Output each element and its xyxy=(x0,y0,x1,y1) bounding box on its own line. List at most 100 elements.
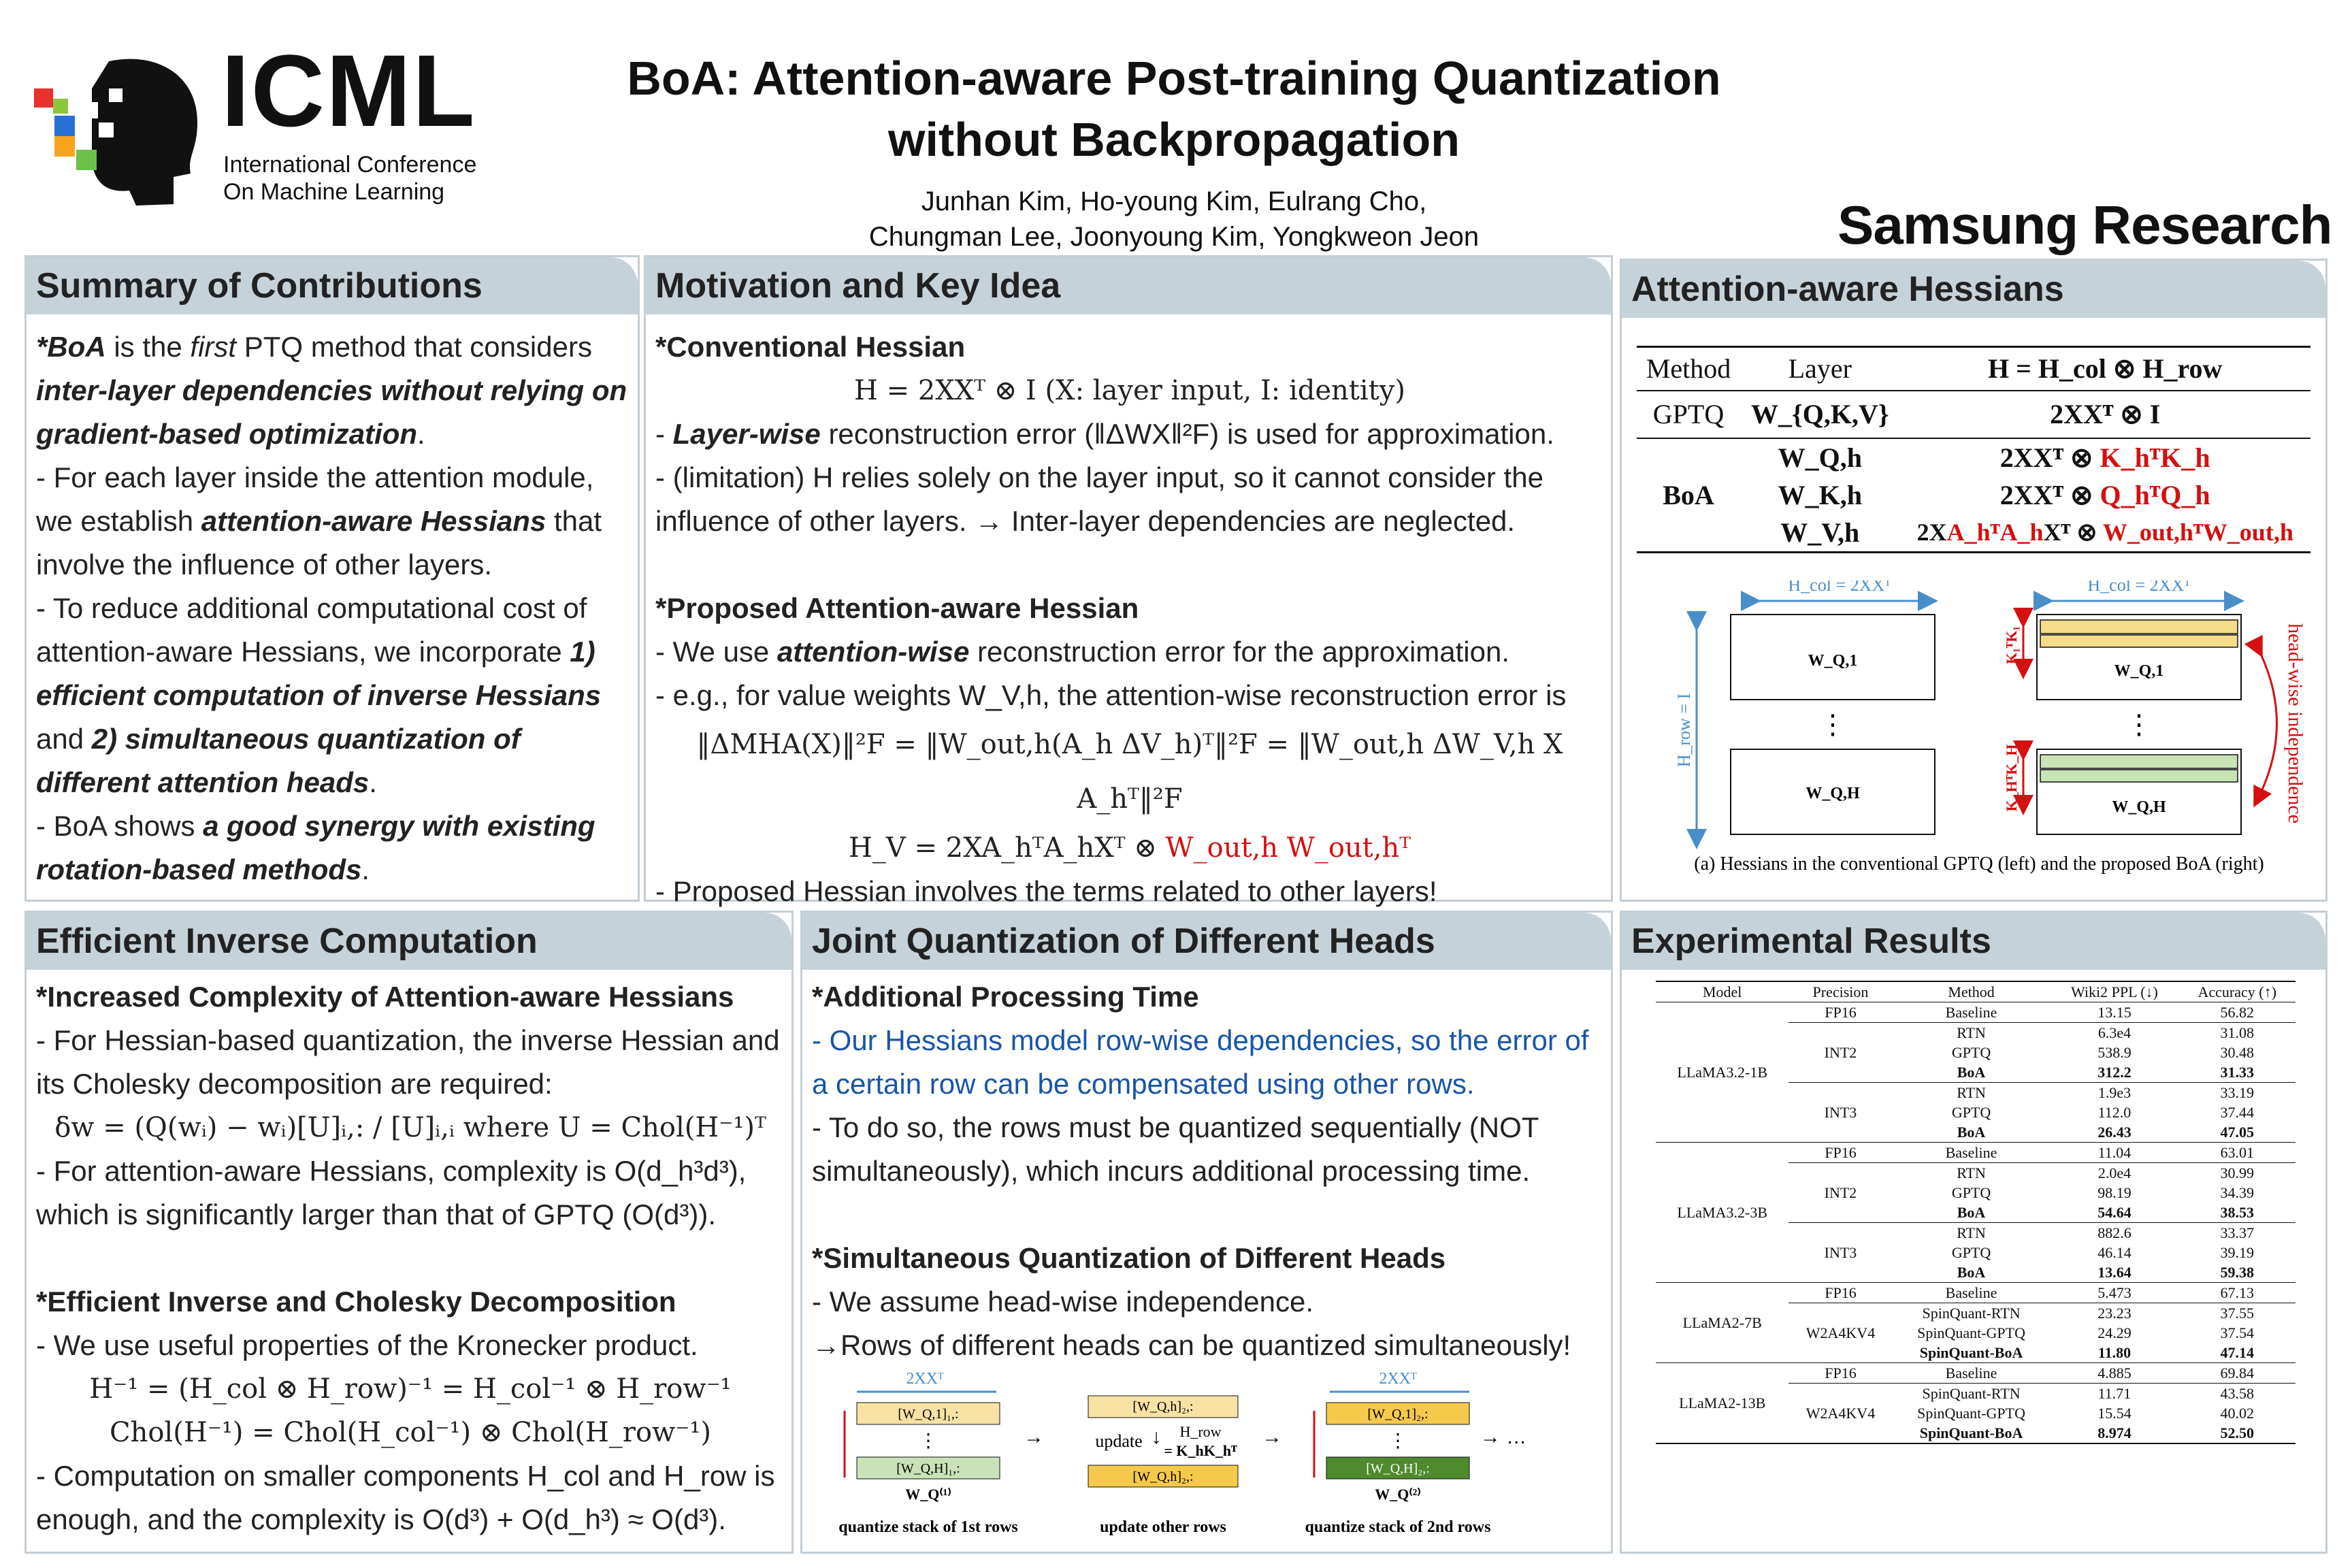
hessian-value-red: Q_hᵀQ_h xyxy=(2100,479,2210,510)
hessian-value: 2XXᵀ ⊗ K_hᵀK_h xyxy=(1899,438,2310,476)
summary-text: that involve the influence of other laye… xyxy=(36,505,602,581)
summary-text: 2) simultaneous quantization of differen… xyxy=(36,723,521,798)
summary-text: first xyxy=(190,331,237,363)
results-acc: 37.44 xyxy=(2220,1104,2254,1121)
wq1-block-left xyxy=(1730,614,1936,700)
fig-row-w1c xyxy=(1088,1465,1239,1488)
hessian-table: Method Layer H = H_col ⊗ H_row GPTQ W_{Q… xyxy=(1637,346,2310,553)
hessian-value: 2XA_hᵀA_hXᵀ ⊗ W_out,hᵀW_out,h xyxy=(1899,514,2310,553)
results-ppl: 15.54 xyxy=(2097,1405,2132,1422)
results-model: LLaMA2-7B xyxy=(1656,1282,1789,1363)
motivation-l5: - Proposed Hessian involves the terms re… xyxy=(655,875,1437,907)
table-row: SpinQuant-GPTQ 15.54 40.02 xyxy=(1656,1403,2296,1423)
summary-text: attention-aware Hessians xyxy=(201,505,546,537)
results-precision: FP16 xyxy=(1825,1144,1857,1161)
results-method: BoA xyxy=(1957,1264,1986,1281)
motivation-l2: - (limitation) H relies solely on the la… xyxy=(655,461,1544,537)
results-model: LLaMA3.2-1B xyxy=(1677,1064,1767,1081)
icml-subtitle-line2: On Machine Learning xyxy=(223,179,445,205)
results-header: Accuracy (↑) xyxy=(2198,983,2276,1000)
results-panel: Experimental Results Model Precision Met… xyxy=(1620,911,2328,1554)
results-ppl: 13.15 xyxy=(2097,1004,2132,1021)
inverse-eq3: Chol(H⁻¹) = Chol(H_col⁻¹) ⊗ Chol(H_row⁻¹… xyxy=(109,1417,712,1448)
fig-w1: [W_Q,1]₁,: xyxy=(898,1407,958,1422)
results-header: Wiki2 PPL (↓) xyxy=(2071,983,2158,1000)
fig-w1c: [W_Q,1]₂,: xyxy=(1367,1407,1428,1422)
results-acc: 43.58 xyxy=(2220,1385,2254,1402)
title-line1: BoA: Attention-aware Post-training Quant… xyxy=(627,52,1721,105)
results-method: SpinQuant-BoA xyxy=(1919,1344,2023,1361)
results-method: SpinQuant-GPTQ xyxy=(1917,1405,2025,1422)
fig-row-w1 xyxy=(856,1402,1000,1425)
motivation-l4: - e.g., for value weights W_V,h, the att… xyxy=(655,679,1567,711)
results-ppl: 882.6 xyxy=(2097,1224,2132,1241)
fig-arrow-2: → xyxy=(1262,1426,1282,1448)
fig-2xx-1: 2XXᵀ xyxy=(906,1370,944,1388)
hessian-layer: W_K,h xyxy=(1778,479,1862,510)
fig-w1b: [W_Q,h]₂,: xyxy=(1132,1399,1193,1414)
authors-line1: Junhan Kim, Ho-young Kim, Eulrang Cho, xyxy=(921,186,1427,216)
motivation-l1: - Layer-wise reconstruction error (‖ΔWX‖… xyxy=(655,412,1604,456)
hessian-col-method: Method xyxy=(1646,353,1731,385)
summary-body: *BoA is the first PTQ method that consid… xyxy=(36,325,631,892)
affiliation-logo: Samsung Research xyxy=(1838,195,2333,255)
kh-label: K_HᵀK_H xyxy=(2003,745,2020,812)
motivation-eq3: H_V = 2XA_hᵀA_hXᵀ ⊗ W_out,h W_out,hᵀ xyxy=(655,826,1604,870)
motivation-text: - We use xyxy=(655,636,777,668)
results-method: BoA xyxy=(1957,1064,1986,1081)
motivation-h2: *Proposed Attention-aware Hessian xyxy=(655,592,1139,624)
results-acc: 31.08 xyxy=(2220,1024,2254,1041)
icml-subtitle: International Conference On Machine Lear… xyxy=(223,151,476,206)
results-ppl: 54.64 xyxy=(2097,1204,2132,1221)
results-acc: 38.53 xyxy=(2220,1204,2254,1221)
results-acc: 40.02 xyxy=(2220,1405,2254,1422)
hessian-gptq-layer: W_{Q,K,V} xyxy=(1750,399,1889,429)
summary-text: - To reduce additional computational cos… xyxy=(36,592,587,668)
results-precision: INT2 xyxy=(1824,1044,1857,1061)
wq1-label-left: W_Q,1 xyxy=(1808,652,1858,670)
inverse-title: Efficient Inverse Computation xyxy=(27,913,791,970)
results-method: BoA xyxy=(1957,1124,1986,1141)
results-acc: 33.37 xyxy=(2220,1224,2254,1241)
table-row: BoA 26.43 47.05 xyxy=(1656,1122,2296,1143)
results-method: SpinQuant-GPTQ xyxy=(1917,1324,2025,1341)
fig-dots: ⋮ xyxy=(1388,1430,1407,1451)
results-ppl: 312.2 xyxy=(2097,1064,2132,1081)
joint-panel: Joint Quantization of Different Heads *A… xyxy=(800,911,1613,1554)
results-acc: 30.48 xyxy=(2220,1044,2254,1061)
fig-update-arrow: ↓ xyxy=(1152,1426,1162,1448)
results-ppl: 24.29 xyxy=(2097,1324,2132,1341)
summary-text: a good synergy with existing rotation-ba… xyxy=(36,810,595,885)
results-method: RTN xyxy=(1957,1164,1986,1181)
results-ppl: 11.80 xyxy=(2097,1344,2132,1361)
fig-dots: ⋮ xyxy=(919,1430,938,1451)
joint-title: Joint Quantization of Different Heads xyxy=(802,913,1611,970)
motivation-h1: *Conventional Hessian xyxy=(655,331,966,363)
results-ppl: 26.43 xyxy=(2097,1124,2132,1141)
hessian-gptq: GPTQ xyxy=(1652,399,1725,429)
dots-right: ⋮ xyxy=(2125,710,2153,740)
inverse-eq2: H⁻¹ = (H_col ⊗ H_row)⁻¹ = H_col⁻¹ ⊗ H_ro… xyxy=(89,1373,732,1405)
inverse-eq1: δw = (Q(wᵢ) − wᵢ)[U]ᵢ,: / [U]ᵢ,ᵢ where U… xyxy=(54,1112,766,1143)
results-precision: FP16 xyxy=(1825,1365,1857,1382)
joint-h2: *Simultaneous Quantization of Different … xyxy=(812,1242,1446,1274)
hessian-layer: W_V,h xyxy=(1780,517,1860,548)
summary-p2: - For each layer inside the attention mo… xyxy=(36,456,631,587)
fig-cap1: quantize stack of 1st rows xyxy=(838,1518,1018,1536)
hessian-col-layer: Layer xyxy=(1788,353,1852,385)
results-acc: 47.05 xyxy=(2220,1124,2254,1141)
fig-whc: [W_Q,H]₂,: xyxy=(1366,1461,1430,1476)
hessian-row-boa-v: W_V,h 2XA_hᵀA_hXᵀ ⊗ W_out,hᵀW_out,h xyxy=(1637,514,2310,553)
icml-wordmark: ICML xyxy=(221,33,476,148)
hessian-gptq-h: 2XXᵀ ⊗ I xyxy=(2050,399,2161,429)
results-method: RTN xyxy=(1957,1084,1986,1101)
